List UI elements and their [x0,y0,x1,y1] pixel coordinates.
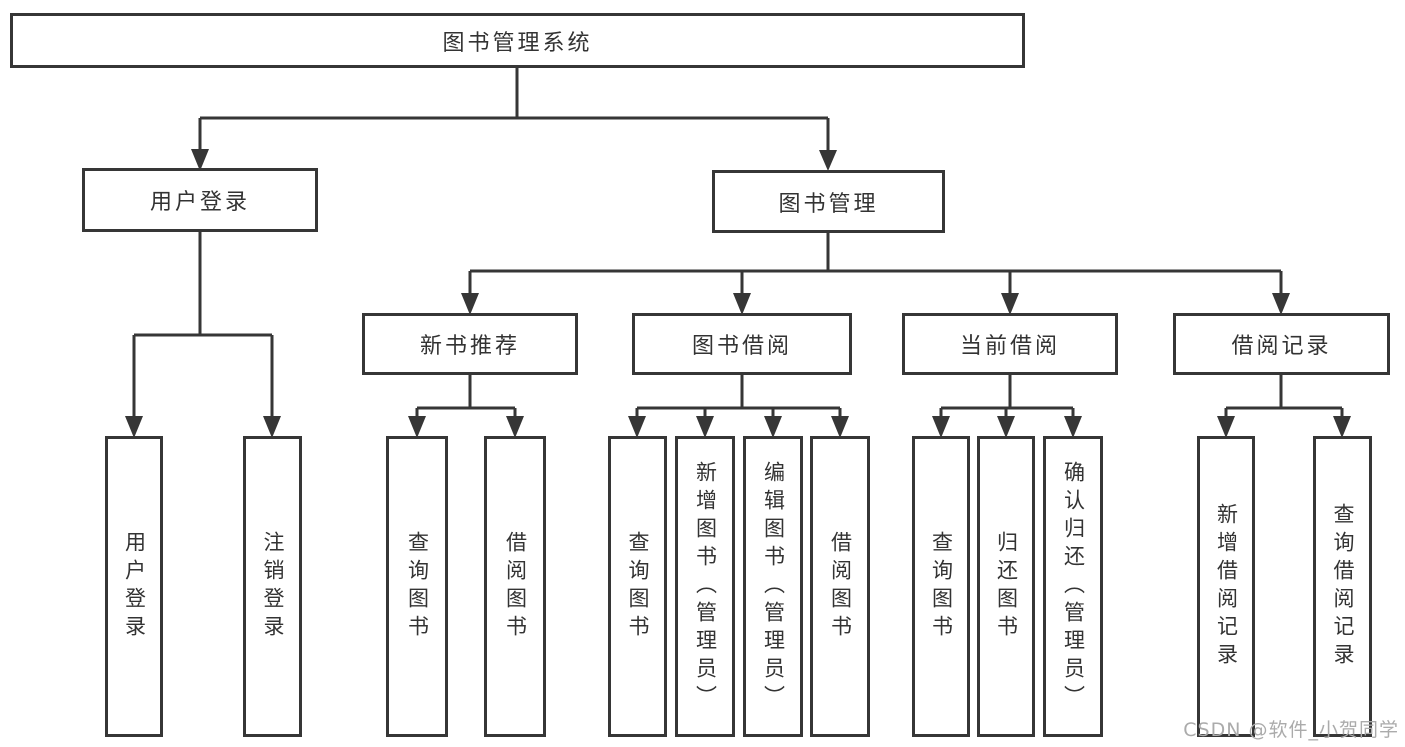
node-book-borrowing: 图书借阅 [632,313,852,375]
node-label: 确认归还（管理员） [1061,460,1086,713]
node-new-book-recommend: 新书推荐 [362,313,578,375]
node-user-login: 用户登录 [82,168,318,232]
node-label: 图书借阅 [691,334,792,359]
leaf-recommend-query-book: 查询图书 [386,436,448,737]
leaf-borrow-add-book-admin: 新增图书（管理员） [675,436,735,737]
arrowheads [125,149,1351,438]
node-label: 查询图书 [405,530,430,643]
node-label: 用户登录 [149,190,250,215]
node-label: 编辑图书（管理员） [761,460,786,713]
csdn-watermark: CSDN @软件_小贺同学 [1183,719,1399,741]
node-label: 注销登录 [261,530,285,643]
leaf-current-return-book: 归还图书 [977,436,1035,737]
node-label: 新增借阅记录 [1214,502,1239,671]
leaf-user-login: 用户登录 [105,436,163,737]
node-label: 图书管理 [778,191,879,217]
node-label: 当前借阅 [959,334,1060,359]
node-label: 查询借阅记录 [1331,502,1355,671]
node-borrowing-records: 借阅记录 [1173,313,1390,375]
node-label: 借阅图书 [828,530,853,643]
node-label: 图书管理系统 [442,30,593,56]
leaf-logout: 注销登录 [243,436,302,737]
leaf-recommend-borrow-book: 借阅图书 [484,436,546,737]
node-label: 新增图书（管理员） [693,460,718,713]
node-label: 归还图书 [994,530,1019,643]
leaf-current-query-book: 查询图书 [912,436,970,737]
node-book-management: 图书管理 [712,170,945,233]
node-current-borrowing: 当前借阅 [902,313,1118,375]
node-label: 借阅记录 [1231,334,1332,359]
connector-path [132,68,1344,418]
leaf-borrow-edit-book-admin: 编辑图书（管理员） [743,436,803,737]
leaf-borrow-query-book: 查询图书 [608,436,667,737]
node-root-system: 图书管理系统 [10,13,1025,68]
node-label: 新书推荐 [419,334,520,359]
leaf-borrow-borrow-book: 借阅图书 [810,436,870,737]
leaf-record-add-record: 新增借阅记录 [1197,436,1255,737]
node-label: 查询图书 [929,530,954,643]
node-label: 用户登录 [122,530,147,643]
node-label: 查询图书 [626,530,650,643]
leaf-record-query-record: 查询借阅记录 [1313,436,1372,737]
node-label: 借阅图书 [503,530,528,643]
leaf-current-confirm-return-admin: 确认归还（管理员） [1043,436,1103,737]
